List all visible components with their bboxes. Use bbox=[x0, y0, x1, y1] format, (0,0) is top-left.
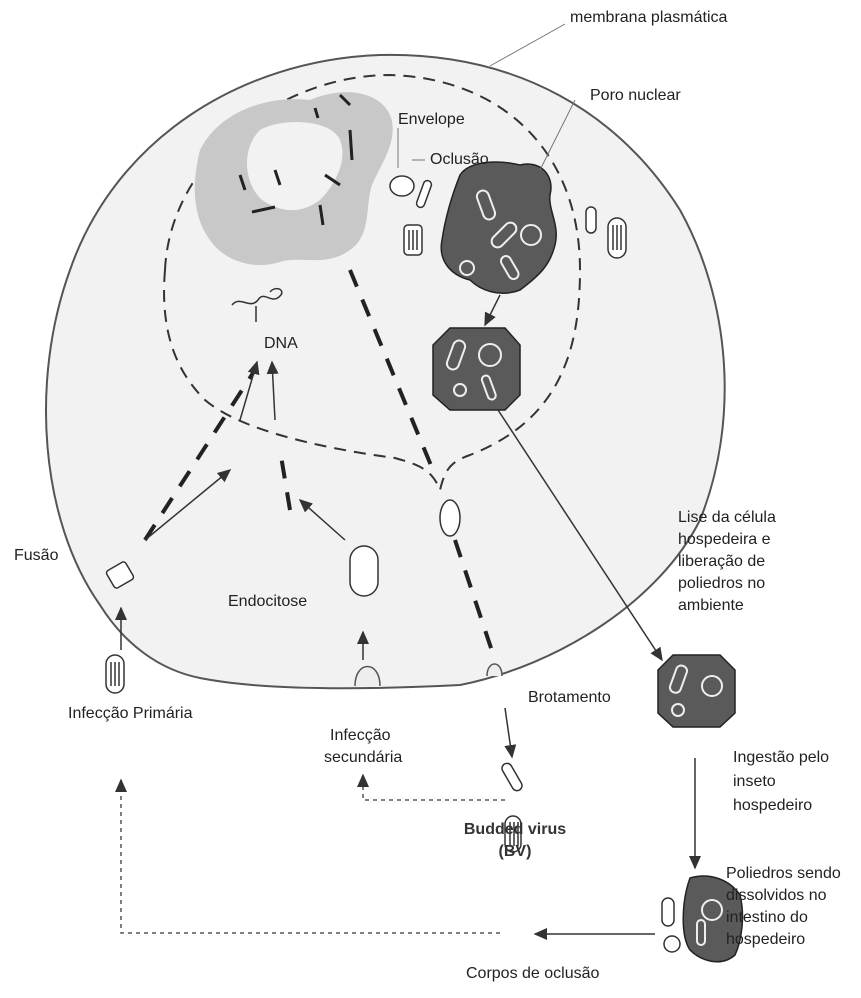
label-infeccao-primaria: Infecção Primária bbox=[68, 704, 193, 724]
polyhedron-released bbox=[658, 655, 735, 727]
label-lise-3: liberação de bbox=[678, 552, 765, 572]
label-lise-5: ambiente bbox=[678, 596, 744, 616]
label-poliedros-1: Poliedros sendo bbox=[726, 864, 841, 884]
label-poliedros-2: dissolvidos no bbox=[726, 886, 827, 906]
label-brotamento: Brotamento bbox=[528, 688, 611, 708]
polyhedron-nucleus bbox=[433, 328, 520, 410]
label-budded-virus: Budded virus bbox=[452, 820, 578, 840]
label-dna: DNA bbox=[264, 334, 298, 354]
label-lise-2: hospedeira e bbox=[678, 530, 771, 550]
label-endocitose: Endocitose bbox=[228, 592, 307, 612]
label-membrana: membrana plasmática bbox=[570, 8, 727, 28]
label-lise-1: Lise da célula bbox=[678, 508, 776, 528]
label-poliedros-4: hospedeiro bbox=[726, 930, 805, 950]
label-oclusao: Oclusão bbox=[430, 150, 489, 170]
label-ingestao-3: hospedeiro bbox=[733, 796, 812, 816]
label-ingestao-1: Ingestão pelo bbox=[733, 748, 829, 768]
label-ingestao-2: inseto bbox=[733, 772, 776, 792]
label-poro-nuclear: Poro nuclear bbox=[590, 86, 681, 106]
label-fusao: Fusão bbox=[14, 546, 58, 566]
label-bv: (BV) bbox=[452, 842, 578, 862]
label-corpos-oclusao: Corpos de oclusão bbox=[466, 964, 599, 984]
label-lise-4: poliedros no bbox=[678, 574, 765, 594]
label-poliedros-3: intestino do bbox=[726, 908, 808, 928]
label-infeccao-secundaria-1: Infecção bbox=[330, 726, 390, 746]
label-envelope: Envelope bbox=[398, 110, 465, 130]
label-infeccao-secundaria-2: secundária bbox=[324, 748, 402, 768]
